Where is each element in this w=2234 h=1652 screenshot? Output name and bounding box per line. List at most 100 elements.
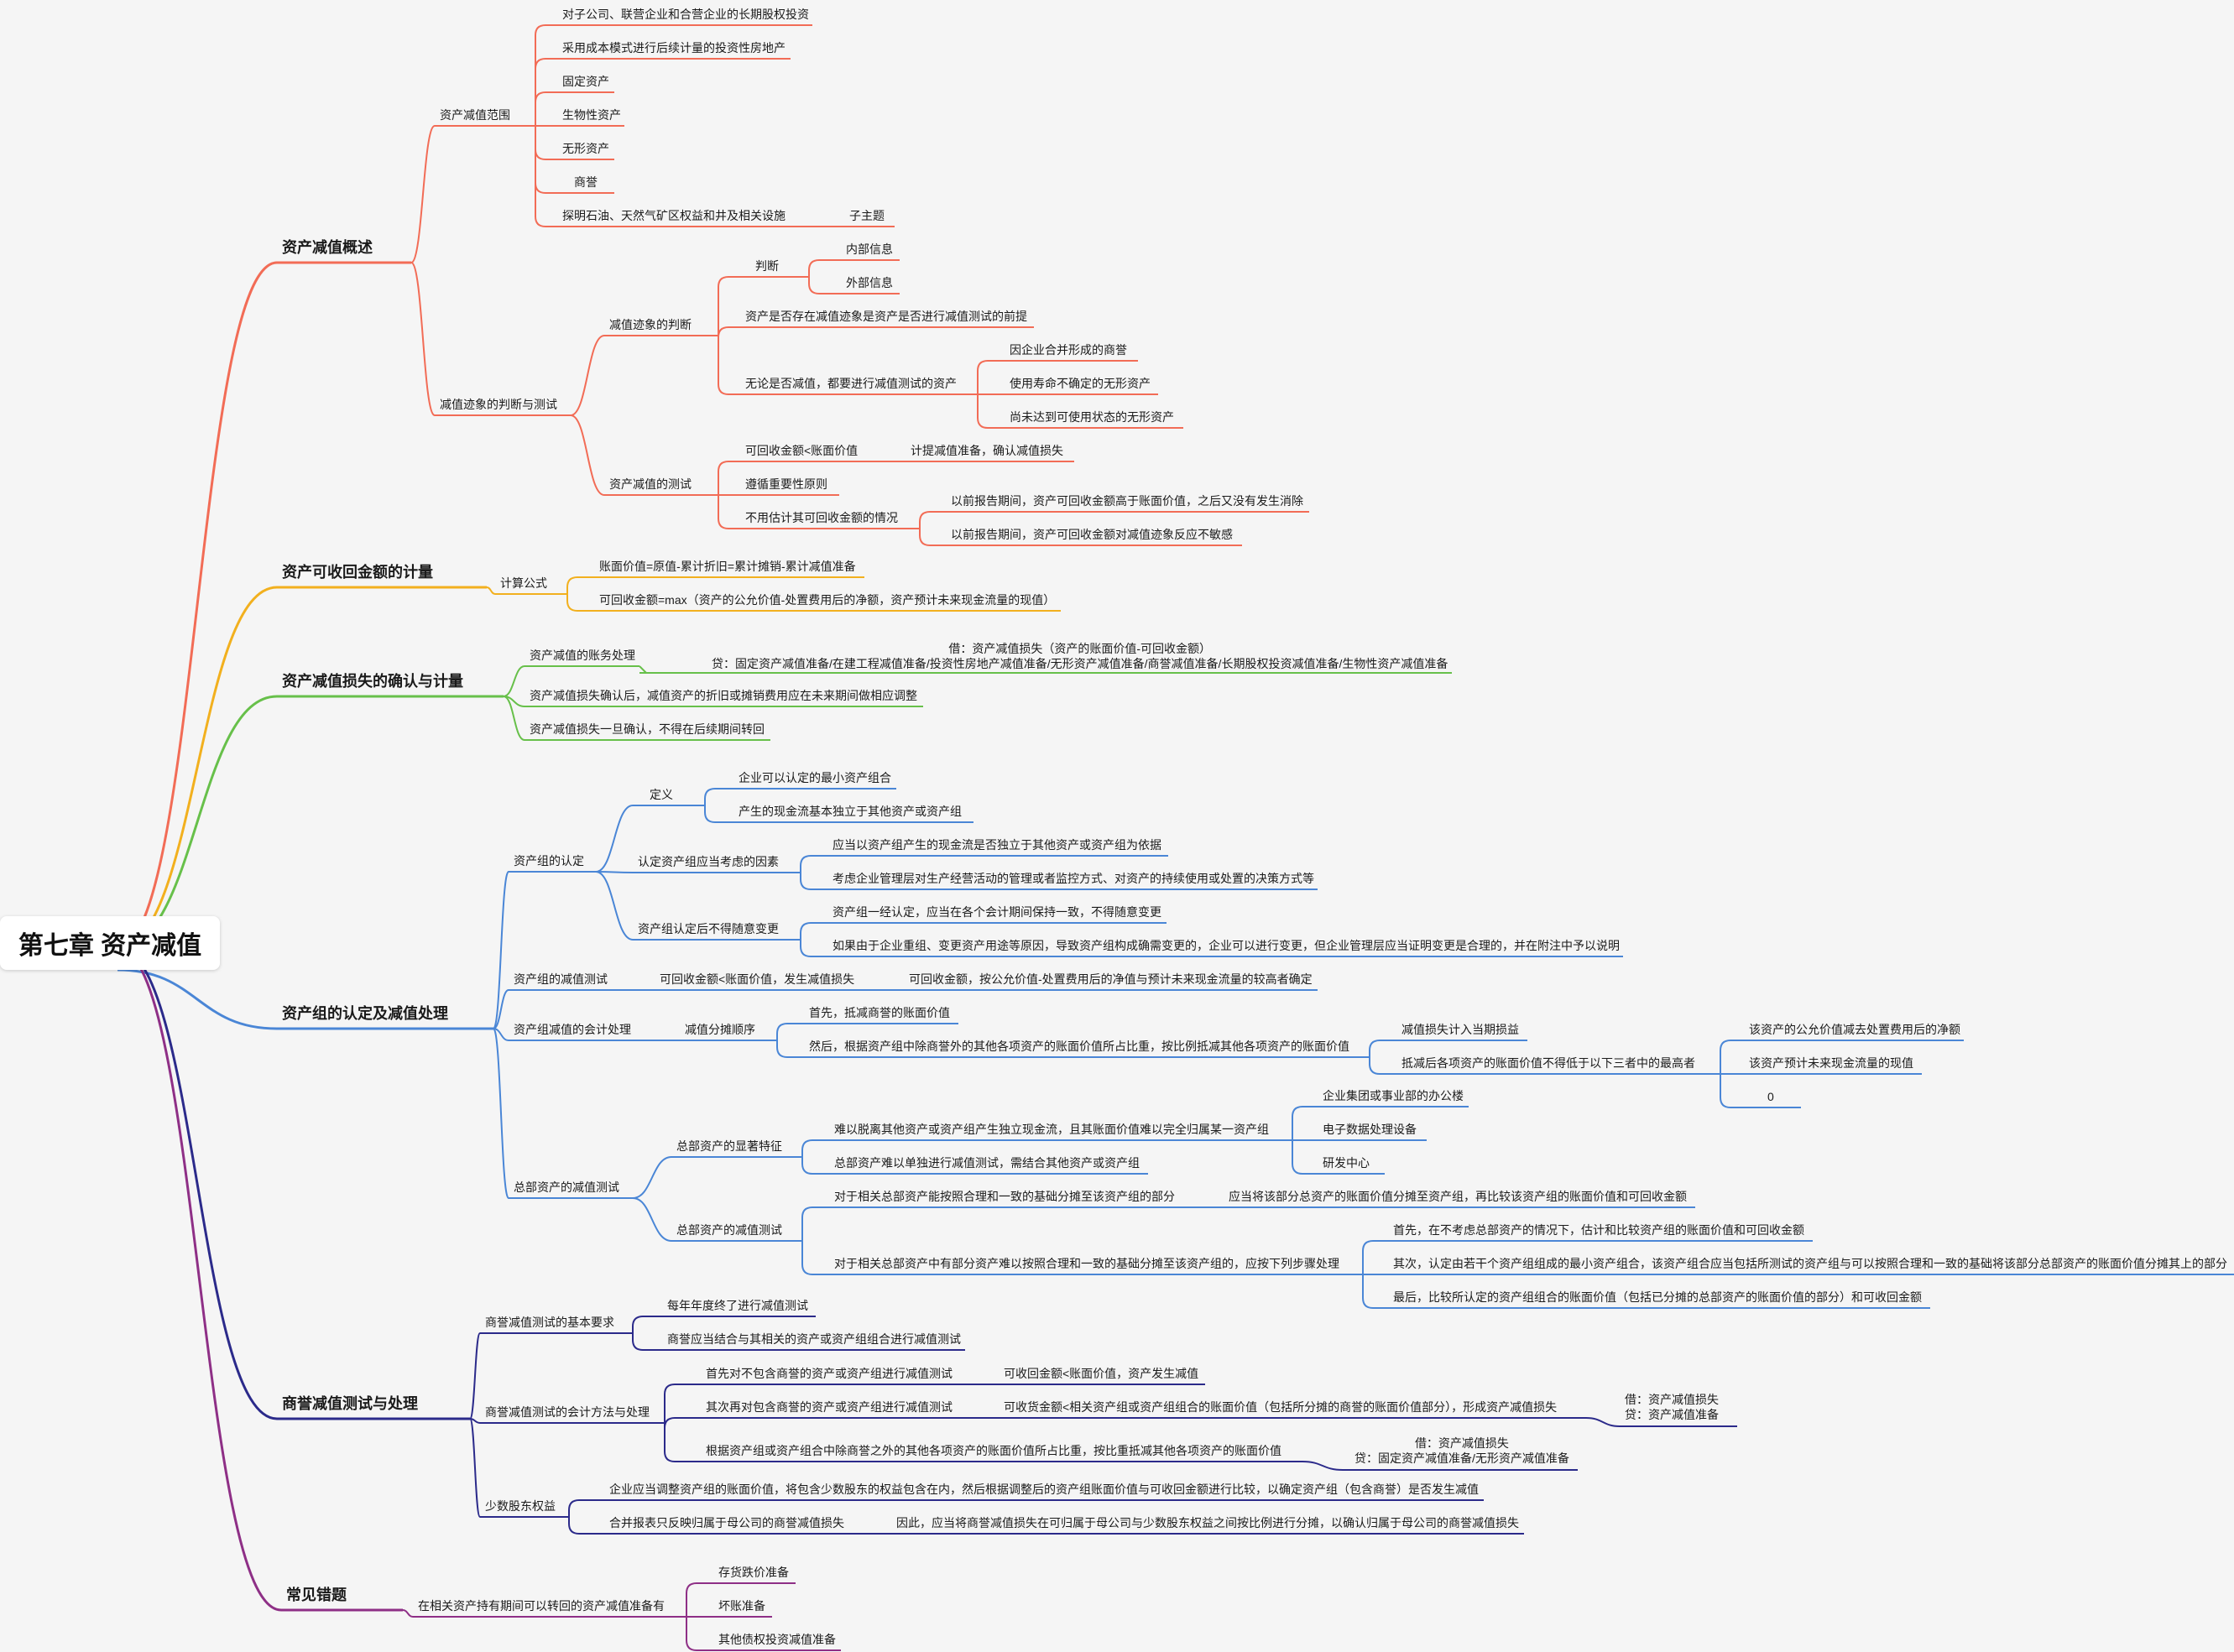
topic-no-estimate-cases[interactable]: 不用估计其可回收金额的情况 (745, 511, 898, 524)
topic-journal-entry[interactable]: 借：资产减值损失（资产的账面价值-可回收金额） 贷：固定资产减值准备/在建工程减… (712, 640, 1448, 672)
topic-indicator-judgment-test[interactable]: 减值迹象的判断与测试 (440, 398, 557, 411)
topic-corporate-features[interactable]: 总部资产的显著特征 (676, 1139, 782, 1153)
topic-asset-impairment-overview[interactable]: 资产减值概述 (282, 239, 373, 256)
connector (493, 1028, 509, 1199)
topic-no-arbitrary-change[interactable]: 资产组认定后不得随意变更 (638, 922, 779, 935)
topic-step-first[interactable]: 首先，在不考虑总部资产的情况下，估计和比较资产组的账面价值和可回收金额 (1393, 1223, 1804, 1237)
topic-definition[interactable]: 定义 (650, 788, 673, 801)
topic-case-higher-recoverable[interactable]: 以前报告期间，资产可回收金额高于账面价值，之后又没有发生消除 (951, 494, 1303, 508)
topic-no-independent-cashflow[interactable]: 难以脱离其他资产或资产组产生独立现金流，且其账面价值难以完全归属某一资产组 (834, 1123, 1269, 1136)
topic-office-building[interactable]: 企业集团或事业部的办公楼 (1323, 1089, 1464, 1102)
topic-fixed-assets[interactable]: 固定资产 (562, 75, 609, 88)
topic-depreciation-adjust[interactable]: 资产减值损失确认后，减值资产的折旧或摊销费用应在未来期间做相应调整 (530, 689, 917, 702)
topic-intangible-assets[interactable]: 无形资产 (562, 142, 609, 155)
topic-group-accounting[interactable]: 资产组减值的会计处理 (514, 1023, 631, 1036)
topic-change-justification[interactable]: 如果由于企业重组、变更资产用途等原因，导致资产组构成确需变更的，企业可以进行变更… (833, 939, 1620, 952)
topic-goodwill-basic-requirements[interactable]: 商誉减值测试的基本要求 (485, 1316, 614, 1329)
topic-zero[interactable]: 0 (1767, 1090, 1774, 1103)
topic-pro-rata-other-assets[interactable]: 根据资产组或资产组合中除商誉之外的其他各项资产的账面价值所占比重，按比重抵减其他… (706, 1444, 1281, 1457)
credit-line: 贷：固定资产减值准备/在建工程减值准备/投资性房地产减值准备/无形资产减值准备/… (712, 657, 1448, 670)
topic-test-including-goodwill[interactable]: 其次再对包含商誉的资产或资产组进行减值测试 (706, 1400, 953, 1414)
topic-floor-highest-of-three[interactable]: 抵减后各项资产的账面价值不得低于以下三者中的最高者 (1401, 1056, 1695, 1070)
topic-independent-cashflow[interactable]: 产生的现金流基本独立于其他资产或资产组 (739, 805, 962, 818)
topic-carrying-value-formula[interactable]: 账面价值=原值-累计折旧=累计摊销-累计减值准备 (599, 560, 856, 573)
topic-loss-recognition[interactable]: 资产减值损失的确认与计量 (282, 673, 463, 690)
topic-external-info[interactable]: 外部信息 (846, 276, 893, 289)
topic-smallest-group[interactable]: 企业可以认定的最小资产组合 (739, 771, 891, 784)
topic-test-with-group[interactable]: 商誉应当结合与其相关的资产或资产组组合进行减值测试 (667, 1332, 961, 1346)
topic-oil-gas-rights[interactable]: 探明石油、天然气矿区权益和井及相关设施 (562, 209, 786, 222)
topic-minority-interest[interactable]: 少数股东权益 (485, 1499, 556, 1513)
topic-indicator-premise[interactable]: 资产是否存在减值迹象是资产是否进行减值测试的前提 (745, 310, 1027, 323)
topic-allocate-then-compare[interactable]: 应当将该部分总资产的账面价值分摊至资产组，再比较该资产组的账面价值和可回收金额 (1229, 1190, 1687, 1203)
connector (624, 1332, 662, 1351)
topic-merger-goodwill[interactable]: 因企业合并形成的商誉 (1010, 343, 1127, 357)
topic-allocable-part[interactable]: 对于相关总部资产能按照合理和一致的基础分摊至该资产组的部分 (834, 1190, 1175, 1203)
topic-internal-info[interactable]: 内部信息 (846, 242, 893, 256)
topic-goodwill-impairment[interactable]: 商誉减值测试与处理 (282, 1395, 418, 1412)
topic-subtopic[interactable]: 子主题 (849, 209, 885, 222)
topic-edp-equipment[interactable]: 电子数据处理设备 (1323, 1123, 1417, 1136)
topic-inventory-provision[interactable]: 存货跌价准备 (718, 1566, 789, 1579)
topic-corporate-asset-test[interactable]: 总部资产的减值测试 (514, 1180, 619, 1194)
topic-form-impairment-loss[interactable]: 可收货金额<相关资产组或资产组组合的账面价值（包括所分摊的商誉的账面价值部分），… (1004, 1400, 1558, 1414)
topic-formula[interactable]: 计算公式 (500, 576, 547, 590)
topic-debt-investment-provision[interactable]: 其他债权投资减值准备 (718, 1633, 836, 1646)
topic-test-excluding-goodwill[interactable]: 首先对不包含商誉的资产或资产组进行减值测试 (706, 1367, 953, 1380)
topic-non-allocable-part[interactable]: 对于相关总部资产中有部分资产难以按照合理和一致的基础分摊至该资产组的，应按下列步… (834, 1257, 1339, 1270)
topic-case-insensitive[interactable]: 以前报告期间，资产可回收金额对减值迹象反应不敏感 (951, 528, 1233, 541)
topic-asset-group[interactable]: 资产组的认定及减值处理 (282, 1005, 448, 1022)
topic-reversible-provisions[interactable]: 在相关资产持有期间可以转回的资产减值准备有 (418, 1599, 665, 1613)
topic-impairment-scope[interactable]: 资产减值范围 (440, 108, 510, 122)
topic-accounting-entry[interactable]: 资产减值的账务处理 (530, 649, 635, 662)
root-topic[interactable]: 第七章 资产减值 (0, 916, 220, 970)
topic-goodwill-method[interactable]: 商誉减值测试的会计方法与处理 (485, 1405, 650, 1419)
topic-goodwill[interactable]: 商誉 (574, 175, 598, 189)
topic-combined-test[interactable]: 总部资产难以单独进行减值测试，需结合其他资产或资产组 (834, 1156, 1140, 1170)
topic-factor-management[interactable]: 考虑企业管理层对生产经营活动的管理或者监控方式、对资产的持续使用或处置的决策方式… (833, 872, 1314, 885)
topic-unready-intangible[interactable]: 尚未达到可使用状态的无形资产 (1010, 410, 1174, 424)
topic-materiality[interactable]: 遵循重要性原则 (745, 477, 827, 491)
topic-rd-center[interactable]: 研发中心 (1323, 1156, 1370, 1170)
topic-step-last[interactable]: 最后，比较所认定的资产组组合的账面价值（包括已分摊的总部资产的账面价值的部分）和… (1393, 1290, 1922, 1304)
topic-group-recoverable-def[interactable]: 可回收金额，按公允价值-处置费用后的净值与预计未来现金流量的较高者确定 (909, 972, 1313, 986)
topic-step-second[interactable]: 其次，认定由若干个资产组组成的最小资产组合，该资产组合应当包括所测试的资产组与可… (1393, 1257, 2227, 1270)
topic-consistent-periods[interactable]: 资产组一经认定，应当在各个会计期间保持一致，不得随意变更 (833, 905, 1161, 919)
topic-biological-assets[interactable]: 生物性资产 (562, 108, 621, 122)
topic-bad-debt-provision[interactable]: 坏账准备 (718, 1599, 765, 1613)
topic-pro-rata-reduce[interactable]: 然后，根据资产组中除商誉外的其他各项资产的账面价值所占比重，按比例抵减其他各项资… (809, 1040, 1349, 1053)
connector (595, 805, 634, 873)
topic-long-term-equity-investment[interactable]: 对子公司、联营企业和合营企业的长期股权投资 (562, 8, 809, 21)
topic-recoverable-lt-carrying[interactable]: 可回收金额<账面价值 (745, 444, 859, 457)
topic-adjust-carrying[interactable]: 企业应当调整资产组的账面价值，将包含少数股东的权益包含在内，然后根据调整后的资产… (609, 1483, 1479, 1496)
topic-identification-factors[interactable]: 认定资产组应当考虑的因素 (638, 855, 779, 868)
topic-indicator-judgment[interactable]: 减值迹象的判断 (609, 318, 692, 331)
topic-annual-test[interactable]: 每年年度终了进行减值测试 (667, 1299, 808, 1312)
topic-fair-value-less-costs[interactable]: 该资产的公允价值减去处置费用后的净额 (1749, 1023, 1960, 1036)
topic-reduce-goodwill-first[interactable]: 首先，抵减商誉的账面价值 (809, 1006, 950, 1019)
topic-common-mistakes[interactable]: 常见错题 (286, 1587, 347, 1603)
topic-group-impairment-test[interactable]: 资产组的减值测试 (514, 972, 608, 986)
topic-recoverable-measurement[interactable]: 资产可收回金额的计量 (282, 564, 433, 581)
topic-group-identification[interactable]: 资产组的认定 (514, 854, 584, 868)
topic-investment-property[interactable]: 采用成本模式进行后续计量的投资性房地产 (562, 41, 786, 55)
topic-other-assets-entry[interactable]: 借：资产减值损失 贷：固定资产减值准备/无形资产减值准备 (1354, 1435, 1569, 1467)
topic-factor-cashflow[interactable]: 应当以资产组产生的现金流是否独立于其他资产或资产组为依据 (833, 838, 1161, 852)
topic-impairment-test[interactable]: 资产减值的测试 (609, 477, 692, 491)
topic-mandatory-test-assets[interactable]: 无论是否减值，都要进行减值测试的资产 (745, 377, 957, 390)
topic-allocate-loss[interactable]: 因此，应当将商誉减值损失在可归属于母公司与少数股东权益之间按比例进行分摊，以确认… (896, 1516, 1519, 1530)
topic-no-reversal[interactable]: 资产减值损失一旦确认，不得在后续期间转回 (530, 722, 765, 736)
topic-parent-only-loss[interactable]: 合并报表只反映归属于母公司的商誉减值损失 (609, 1516, 844, 1530)
topic-recoverable-formula[interactable]: 可回收金额=max（资产的公允价值-处置费用后的净额，资产预计未来现金流量的现值… (599, 593, 1056, 607)
topic-goodwill-entry[interactable]: 借：资产减值损失 贷：资产减值准备 (1625, 1391, 1719, 1423)
topic-present-value[interactable]: 该资产预计未来现金流量的现值 (1749, 1056, 1913, 1070)
topic-group-loss-occurs[interactable]: 可回收金额<账面价值，发生减值损失 (660, 972, 855, 986)
topic-allocation-order[interactable]: 减值分摊顺序 (685, 1023, 755, 1036)
topic-judgment[interactable]: 判断 (755, 259, 779, 273)
topic-impairment-occurs[interactable]: 可收回金额<账面价值，资产发生减值 (1004, 1367, 1199, 1380)
connector (527, 24, 557, 127)
topic-indefinite-intangible[interactable]: 使用寿命不确定的无形资产 (1010, 377, 1151, 390)
topic-loss-to-pnl[interactable]: 减值损失计入当期损益 (1401, 1023, 1519, 1036)
topic-recognize-loss[interactable]: 计提减值准备，确认减值损失 (911, 444, 1063, 457)
topic-corporate-impairment-test[interactable]: 总部资产的减值测试 (676, 1223, 782, 1237)
